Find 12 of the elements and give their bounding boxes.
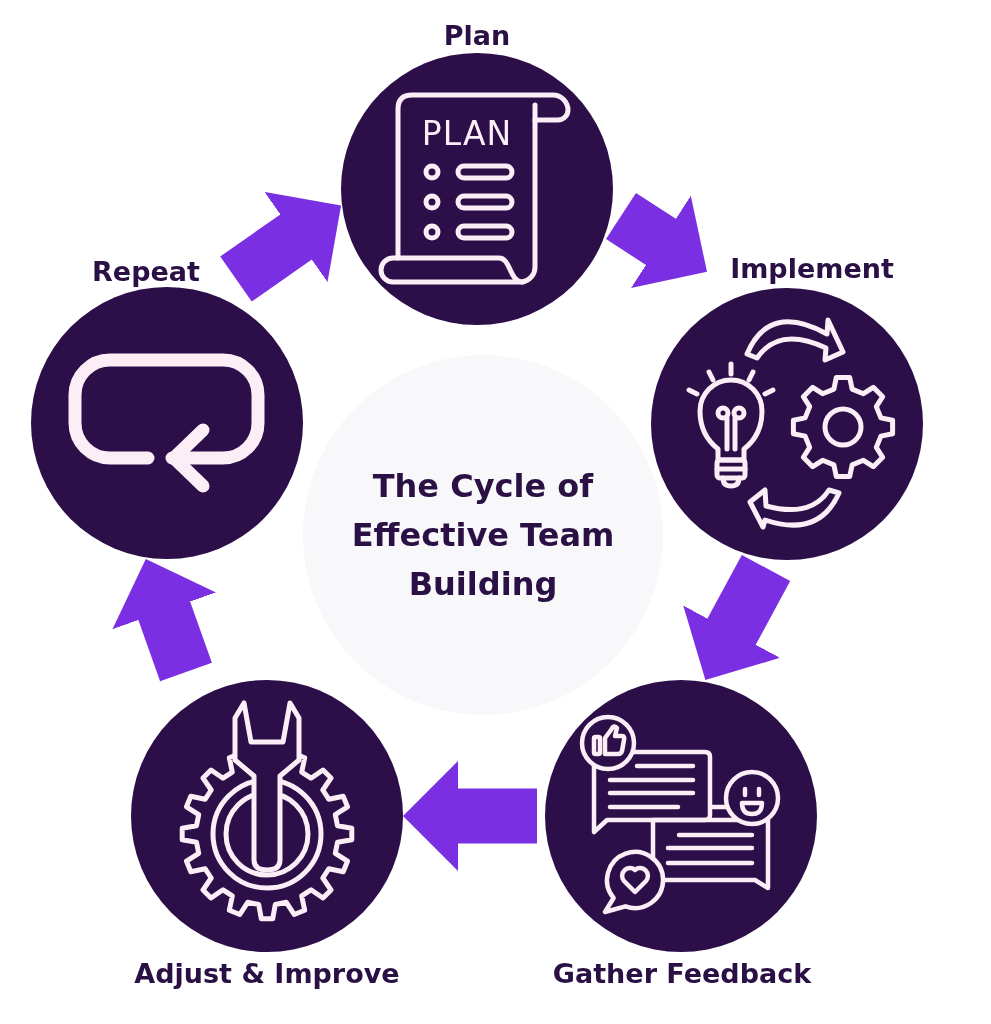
hub-title: The Cycle of Effective Team Building bbox=[350, 465, 616, 605]
step-title: Adjust & Improve bbox=[134, 958, 400, 990]
step-title: Implement bbox=[730, 253, 894, 285]
flow-arrow bbox=[683, 554, 791, 680]
flow-arrow bbox=[112, 559, 217, 682]
flow-arrow bbox=[403, 761, 537, 871]
scroll-title: PLAN bbox=[421, 116, 513, 152]
flow-arrow bbox=[606, 192, 707, 288]
step-title: Gather Feedback bbox=[552, 958, 812, 990]
step-title: Plan bbox=[443, 20, 511, 52]
flow-arrow bbox=[220, 192, 342, 302]
step-title: Repeat bbox=[92, 256, 200, 288]
